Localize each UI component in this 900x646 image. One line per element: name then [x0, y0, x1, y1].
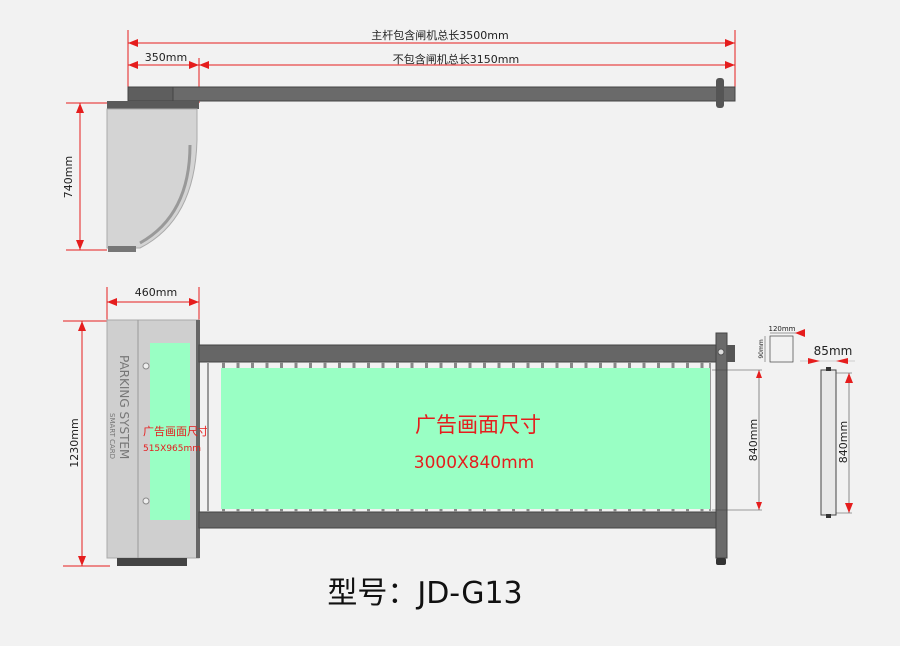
front-width-label: 460mm	[135, 286, 177, 299]
panel-clip	[410, 362, 414, 368]
panel-clip	[439, 362, 443, 368]
small-ad-title: 广告画面尺寸	[143, 424, 209, 438]
arm-bottom-rail	[198, 511, 721, 529]
housing-arm-label: 350mm	[145, 51, 187, 64]
panel-height-label: 840mm	[747, 419, 760, 461]
large-ad-title: 广告画面尺寸	[415, 413, 541, 437]
panel-clip	[526, 362, 530, 368]
panel-clip	[483, 362, 486, 368]
bracket-width-label: 120mm	[769, 325, 796, 333]
panel-clip	[628, 362, 631, 368]
panel-clip	[309, 362, 312, 368]
profile-width-label: 85mm	[814, 344, 853, 358]
panel-clip	[251, 362, 254, 368]
arm-end-post	[715, 332, 728, 559]
panel-clip	[265, 362, 269, 368]
front-height-label: 1230mm	[68, 418, 81, 467]
panel-clip	[512, 362, 515, 368]
front-view: 460mm 1230mm PARKING SYSTEM SMART CARD 广…	[63, 286, 762, 567]
panel-clip	[497, 362, 501, 368]
large-ad-panel	[221, 368, 710, 509]
profile-detail	[820, 369, 837, 516]
bracket-detail	[769, 335, 794, 363]
total-length-label: 主杆包含闸机总长3500mm	[371, 28, 508, 42]
panel-clip	[570, 362, 573, 368]
panel-clip	[642, 362, 646, 368]
panel-clip	[657, 362, 660, 368]
panel-clip	[541, 362, 544, 368]
panel-clip	[700, 362, 704, 368]
panel-clip	[323, 362, 327, 368]
panel-clip	[222, 362, 225, 368]
small-ad-size: 515X965mm	[143, 444, 201, 454]
panel-clip	[686, 362, 689, 368]
profile-height-label: 840mm	[837, 421, 850, 463]
panel-clip	[671, 362, 675, 368]
panel-clip	[352, 362, 356, 368]
panel-clip	[454, 362, 457, 368]
panel-clip	[381, 362, 385, 368]
top-height-label: 740mm	[62, 156, 75, 198]
top-view: 主杆包含闸机总长3500mm 350mm 不包含闸机总长3150mm 740mm	[62, 28, 736, 252]
panel-clip	[599, 362, 602, 368]
panel-clip	[236, 362, 240, 368]
large-ad-size: 3000X840mm	[414, 453, 534, 473]
panel-clip	[396, 362, 399, 368]
panel-clip	[280, 362, 283, 368]
panel-clip	[294, 362, 298, 368]
bracket-height-label: 90mm	[758, 339, 765, 358]
top-arm	[127, 86, 736, 102]
panel-clip	[367, 362, 370, 368]
panel-clip	[338, 362, 341, 368]
arm-only-label: 不包含闸机总长3150mm	[393, 52, 519, 66]
detail-views: 120mm 90mm 85mm 840mm	[758, 325, 855, 518]
top-housing	[106, 108, 198, 249]
model-label: 型号：JD-G13	[327, 576, 522, 611]
arm-end-cap	[716, 78, 724, 108]
panel-clip	[613, 362, 617, 368]
small-ad-panel	[150, 343, 190, 520]
housing-sub-text: SMART CARD	[108, 413, 116, 459]
panel-clip	[425, 362, 428, 368]
arm-top-rail	[198, 344, 721, 363]
panel-clip	[468, 362, 472, 368]
panel-clip	[555, 362, 559, 368]
housing-brand-text: PARKING SYSTEM	[117, 355, 131, 459]
panel-clip	[584, 362, 588, 368]
